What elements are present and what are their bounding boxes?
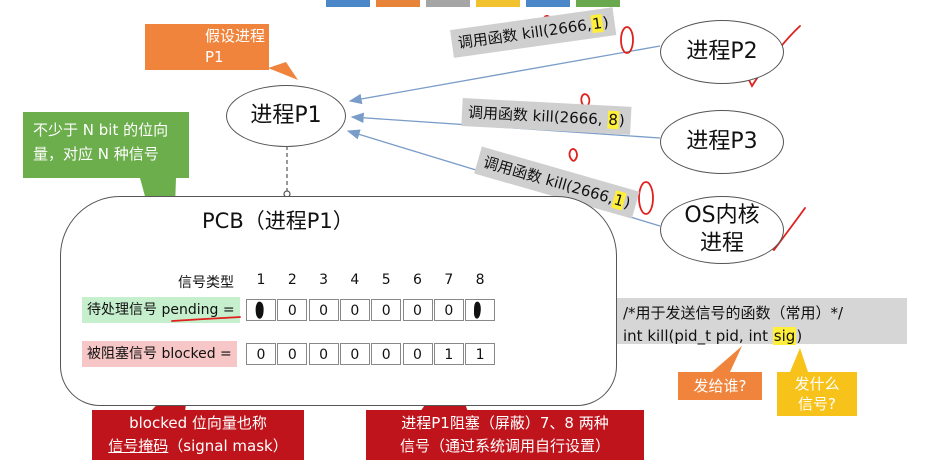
signal-number-2: 2 bbox=[287, 272, 297, 288]
os-kernel-line2: 进程 bbox=[699, 231, 744, 256]
to-whom-callout: 发给谁? bbox=[678, 372, 762, 400]
pending-bit-5: 0 bbox=[371, 299, 402, 321]
blocked-signals-callout: 进程P1阻塞（屏蔽）7、8 两种 信号（通过系统调用自行设置） bbox=[366, 410, 644, 460]
process-p1-label: 进程P1 bbox=[250, 103, 322, 128]
blocked-bit-5: 0 bbox=[371, 343, 402, 365]
os-kernel-line1: OS内核 bbox=[684, 203, 760, 228]
pending-bit-7: 0 bbox=[433, 299, 464, 321]
pid-callout-line2: 的 pid = 2666 bbox=[157, 69, 261, 87]
pending-bit-8 bbox=[465, 299, 496, 321]
signal-mask-term: 信号掩码 bbox=[108, 437, 169, 455]
pending-bit-3: 0 bbox=[308, 299, 339, 321]
blocked-bit-7: 1 bbox=[433, 343, 464, 365]
signal-number-6: 6 bbox=[413, 272, 422, 288]
top-strip-yellow bbox=[476, 0, 520, 7]
blocked-signals-line2: 信号（通过系统调用自行设置） bbox=[399, 437, 610, 455]
pid-callout: 假设进程P1 的 pid = 2666 bbox=[145, 24, 269, 87]
kill-signature-box: /*用于发送信号的函数（常用）*/ int kill(pid_t pid, in… bbox=[617, 298, 907, 345]
signal-mask-callout: blocked 位向量也称 信号掩码（signal mask） bbox=[92, 410, 304, 460]
what-signal-line2: 信号? bbox=[798, 395, 836, 413]
blocked-signals-line1: 进程P1阻塞（屏蔽）7、8 两种 bbox=[401, 414, 609, 432]
signal-number-3: 3 bbox=[319, 272, 329, 288]
bit-vector-callout: 不少于 N bit 的位向 量，对应 N 种信号 bbox=[23, 112, 189, 178]
pending-bit-2: 0 bbox=[277, 299, 308, 321]
pid-callout-pointer bbox=[268, 62, 298, 80]
top-strip-green bbox=[576, 0, 620, 7]
top-strip-orange bbox=[376, 0, 420, 7]
to-whom-pointer bbox=[712, 346, 742, 372]
blocked-bit-4: 0 bbox=[339, 343, 370, 365]
top-strip-gray bbox=[426, 0, 470, 7]
what-signal-callout: 发什么 信号? bbox=[777, 372, 857, 416]
process-p2-label: 进程P2 bbox=[686, 39, 758, 64]
bit-vector-line2: 量，对应 N 种信号 bbox=[33, 145, 159, 163]
blocked-label: 被阻塞信号 blocked = bbox=[82, 341, 237, 367]
pcb-title: PCB（进程P1） bbox=[202, 209, 354, 233]
signal-type-header: 信号类型 bbox=[178, 275, 234, 291]
signal-number-7: 7 bbox=[444, 272, 454, 288]
kill-comment: /*用于发送信号的函数（常用）*/ bbox=[623, 304, 844, 322]
signal-number-5: 5 bbox=[381, 272, 391, 288]
pending-word: pending bbox=[161, 302, 219, 318]
arrow-p2-to-p1 bbox=[348, 45, 661, 105]
process-p3: 进程P3 bbox=[660, 110, 784, 174]
blocked-bit-6: 0 bbox=[402, 343, 433, 365]
process-p2: 进程P2 bbox=[660, 20, 784, 84]
top-strip-blue-2 bbox=[526, 0, 570, 7]
top-strip-blue bbox=[326, 0, 370, 7]
signal-number-1: 1 bbox=[256, 272, 266, 288]
pending-bit-4: 0 bbox=[339, 299, 370, 321]
process-p3-label: 进程P3 bbox=[686, 129, 758, 154]
pending-label: 待处理信号 pending = bbox=[82, 297, 240, 323]
blocked-bit-2: 0 bbox=[277, 343, 308, 365]
bit-vector-line1: 不少于 N bit 的位向 bbox=[33, 121, 169, 139]
blocked-bit-3: 0 bbox=[308, 343, 339, 365]
process-os-kernel: OS内核 进程 bbox=[660, 196, 784, 264]
blocked-bit-8: 1 bbox=[465, 343, 496, 365]
pending-bit-1 bbox=[246, 299, 276, 321]
kill-sig-param: sig bbox=[772, 327, 797, 345]
pending-bit-6: 0 bbox=[402, 299, 433, 321]
signal-mask-line1: blocked 位向量也称 bbox=[129, 414, 267, 432]
what-signal-pointer bbox=[790, 348, 808, 372]
process-p1: 进程P1 bbox=[226, 85, 346, 147]
pid-callout-line1: 假设进程P1 bbox=[205, 27, 266, 66]
signal-number-4: 4 bbox=[350, 272, 360, 288]
what-signal-line1: 发什么 bbox=[794, 375, 840, 393]
blocked-bit-1: 0 bbox=[246, 343, 276, 365]
signal-number-8: 8 bbox=[475, 272, 485, 288]
